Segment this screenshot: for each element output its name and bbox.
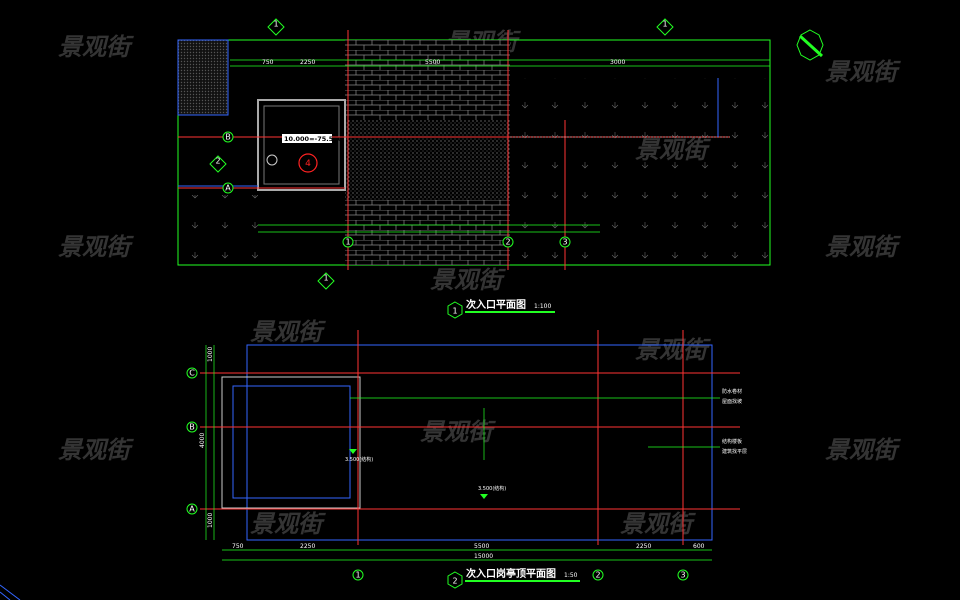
svg-text:1: 1 xyxy=(662,20,667,29)
axis-bubble-2: 2 xyxy=(592,569,604,581)
axis-bubble-b: B xyxy=(186,421,198,433)
svg-text:1: 1 xyxy=(355,571,360,580)
axis-bubble-a: A xyxy=(186,503,198,515)
svg-text:3: 3 xyxy=(562,238,567,247)
axis-bubble-b: B xyxy=(222,131,234,143)
dim-text: 5500 xyxy=(425,59,440,66)
plan1-title-block: 1 次入口平面图 1:100 xyxy=(447,298,555,319)
svg-text:景观街: 景观街 xyxy=(58,233,134,261)
roof-plan: 防水卷材 屋面找坡 结构楼板 建筑找平层 3.500(结构) 3.500(结构)… xyxy=(186,330,747,589)
dim-text: 3000 xyxy=(610,59,625,66)
elevation-text: 3.500(结构) xyxy=(345,456,373,463)
elevation-marker-icon xyxy=(480,494,488,499)
axis-bubble-3: 3 xyxy=(677,569,689,581)
svg-text:B: B xyxy=(225,133,231,142)
dim-text: 4000 xyxy=(199,433,206,448)
red-index-text: 4 xyxy=(305,159,311,169)
guard-house-inner xyxy=(263,105,340,185)
dim-text: 2250 xyxy=(300,543,315,550)
dim-text: 1000 xyxy=(207,347,214,362)
svg-text:景观街: 景观街 xyxy=(825,436,901,464)
note-text: 结构楼板 xyxy=(722,438,742,445)
svg-text:2: 2 xyxy=(595,571,600,580)
svg-text:B: B xyxy=(189,423,195,432)
svg-text:景观街: 景观街 xyxy=(250,510,326,538)
axis-bubble-c: C xyxy=(186,367,198,379)
dim-text: 750 xyxy=(232,543,244,550)
svg-text:景观街: 景观街 xyxy=(635,336,711,364)
lawn-area-left xyxy=(178,195,258,265)
elevation-marker-icon xyxy=(349,449,357,454)
svg-text:景观街: 景观街 xyxy=(825,58,901,86)
svg-text:景观街: 景观街 xyxy=(620,510,696,538)
svg-text:景观街: 景观街 xyxy=(250,318,326,346)
plan2-title-block: 2 次入口岗亭顶平面图 1:50 xyxy=(447,567,580,589)
toilet-fixture xyxy=(266,154,278,166)
axis-bubble-2: 2 xyxy=(502,236,514,248)
site-plan: 4 10.000=-75.500 750 2250 5500 3000 1 2 … xyxy=(177,18,824,319)
svg-text:景观街: 景观街 xyxy=(430,266,506,294)
svg-text:1: 1 xyxy=(345,238,350,247)
elevation-text: 3.500(结构) xyxy=(478,485,506,492)
svg-text:景观街: 景观街 xyxy=(420,418,496,446)
plan1-scale: 1:100 xyxy=(534,303,551,310)
svg-text:景观街: 景观街 xyxy=(825,233,901,261)
svg-text:1: 1 xyxy=(323,274,328,283)
dim-text: 2250 xyxy=(300,59,315,66)
svg-text:2: 2 xyxy=(452,577,457,586)
svg-text:景观街: 景观街 xyxy=(58,33,134,61)
plan2-scale: 1:50 xyxy=(564,572,578,579)
elevation-label: 10.000=-75.500 xyxy=(284,135,343,143)
north-arrow-icon xyxy=(796,29,824,61)
axis-bubble-1: 1 xyxy=(342,236,354,248)
svg-text:1: 1 xyxy=(452,307,457,316)
guard-roof-inner xyxy=(232,385,351,499)
svg-text:1: 1 xyxy=(273,20,278,29)
axis-bubble-3: 3 xyxy=(559,236,571,248)
svg-text:A: A xyxy=(225,184,231,193)
note-text: 建筑找平层 xyxy=(722,448,747,455)
dim-text: 750 xyxy=(262,59,274,66)
stone-paving xyxy=(345,120,510,200)
dim-text: 5500 xyxy=(474,543,489,550)
lawn-area xyxy=(510,78,770,265)
plan2-title: 次入口岗亭顶平面图 xyxy=(466,567,556,580)
svg-text:景观街: 景观街 xyxy=(58,436,134,464)
svg-text:3: 3 xyxy=(680,571,685,580)
section-mark: 2 xyxy=(209,155,227,173)
dim-text: 1000 xyxy=(207,513,214,528)
planting-bed xyxy=(177,39,229,116)
plan1-title: 次入口平面图 xyxy=(466,298,526,311)
svg-text:A: A xyxy=(189,505,195,514)
roof-outline xyxy=(246,344,713,541)
dim-text: 600 xyxy=(693,543,705,550)
section-mark: 1 xyxy=(656,18,674,36)
svg-text:C: C xyxy=(189,369,195,378)
svg-text:2: 2 xyxy=(215,157,220,166)
axis-bubble-a: A xyxy=(222,182,234,194)
section-mark: 1 xyxy=(317,272,335,290)
elevation-tag xyxy=(282,134,332,143)
svg-text:2: 2 xyxy=(505,238,510,247)
guard-roof xyxy=(221,376,361,509)
axis-bubble-1: 1 xyxy=(352,569,364,581)
section-mark: 1 xyxy=(267,18,285,36)
dim-total-text: 15000 xyxy=(474,553,493,560)
note-text: 屋面找坡 xyxy=(722,398,742,405)
note-text: 防水卷材 xyxy=(722,388,742,395)
red-index-mark xyxy=(298,153,318,173)
guard-house xyxy=(257,99,346,191)
ucs-icon xyxy=(0,584,21,600)
dim-text: 2250 xyxy=(636,543,651,550)
